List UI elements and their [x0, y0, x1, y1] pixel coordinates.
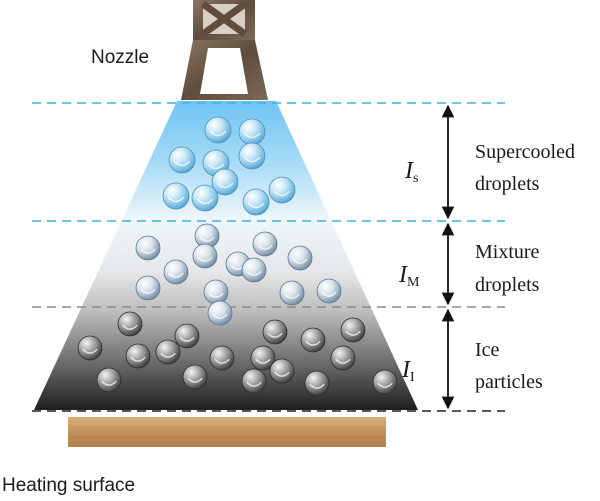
mixture-droplet [241, 257, 267, 283]
ice-label-line2: particles [475, 371, 543, 393]
heating-surface-plate [68, 417, 386, 447]
ice-particle [125, 343, 151, 369]
mixture-droplet-highlight [321, 291, 337, 297]
mixture-droplet-highlight [212, 313, 228, 319]
heating-surface-label: Heating surface [2, 475, 136, 496]
ice-particle-highlight [122, 324, 138, 330]
mixture-droplet [279, 280, 305, 306]
ice-particle-highlight [309, 383, 325, 389]
ice-particle-highlight [82, 348, 98, 354]
ice-particle [117, 311, 143, 337]
supercooled-droplet-highlight [167, 196, 185, 203]
mixture-droplet [203, 279, 229, 305]
mixture-droplet-highlight [199, 236, 215, 242]
ice-particle-highlight [101, 380, 117, 386]
ice-particle [155, 339, 181, 365]
symbol-i-s: Is [405, 158, 419, 186]
ice-particle-highlight [305, 340, 321, 346]
ice-particle [340, 317, 366, 343]
mixture-droplet [316, 278, 342, 304]
mixture-label-line2: droplets [475, 274, 540, 296]
mixture-droplet-highlight [168, 272, 184, 278]
mixture-droplet-highlight [246, 270, 262, 276]
ice-particle [209, 345, 235, 371]
mixture-droplet-highlight [208, 292, 224, 298]
mixture-droplet [135, 275, 161, 301]
nozzle-label: Nozzle [91, 47, 150, 68]
ice-particle [330, 345, 356, 371]
ice-particle-highlight [274, 371, 290, 377]
mixture-droplet [287, 245, 313, 271]
ice-particle [182, 364, 208, 390]
supercooled-droplet-highlight [173, 160, 191, 167]
supercooled-droplet-highlight [216, 182, 234, 189]
symbol-i-i: II [402, 357, 415, 385]
ice-particle [250, 345, 276, 371]
supercooled-droplet [168, 146, 196, 174]
ice-particle-highlight [377, 382, 393, 388]
ice-particle-highlight [267, 332, 283, 338]
ice-particle [174, 323, 200, 349]
supercooled-droplet [191, 184, 219, 212]
supercooled-label-line2: droplets [475, 173, 540, 195]
supercooled-droplet [204, 116, 232, 144]
ice-particle [372, 369, 398, 395]
ice-particle [269, 358, 295, 384]
supercooled-droplet [238, 118, 266, 146]
mixture-droplet-highlight [140, 248, 156, 254]
ice-particle [96, 367, 122, 393]
supercooled-droplet-highlight [207, 163, 225, 170]
mixture-droplet-highlight [292, 258, 308, 264]
ice-particle [304, 370, 330, 396]
supercooled-droplet [268, 176, 296, 204]
supercooled-droplet-highlight [209, 130, 227, 137]
ice-particle-highlight [255, 358, 271, 364]
ice-particle-highlight [160, 352, 176, 358]
supercooled-droplet-highlight [273, 190, 291, 197]
mixture-droplet-highlight [284, 293, 300, 299]
supercooled-droplet-highlight [247, 202, 265, 209]
supercooled-droplet-highlight [243, 132, 261, 139]
mixture-droplet-highlight [140, 288, 156, 294]
mixture-droplet-highlight [197, 256, 213, 262]
supercooled-droplet [211, 168, 239, 196]
ice-particle [262, 319, 288, 345]
supercooled-droplet-highlight [243, 156, 261, 163]
mixture-droplet [252, 231, 278, 257]
supercooled-droplet [162, 182, 190, 210]
ice-particle-highlight [187, 377, 203, 383]
ice-particle-highlight [214, 358, 230, 364]
ice-particle-highlight [179, 336, 195, 342]
mixture-droplet [192, 243, 218, 269]
ice-particle [241, 368, 267, 394]
nozzle-icon [181, 0, 268, 100]
mixture-droplet [135, 235, 161, 261]
ice-label-line1: Ice [475, 339, 500, 361]
mixture-droplet [207, 300, 233, 326]
mixture-droplet [163, 259, 189, 285]
supercooled-label-line1: Supercooled [475, 141, 575, 163]
ice-particle [300, 327, 326, 353]
ice-particle-highlight [246, 381, 262, 387]
particles-group [77, 116, 398, 396]
ice-particle [77, 335, 103, 361]
mixture-droplet-highlight [257, 244, 273, 250]
supercooled-droplet [238, 142, 266, 170]
ice-particle-highlight [335, 358, 351, 364]
symbol-i-m: IM [399, 262, 420, 290]
supercooled-droplet-highlight [196, 198, 214, 205]
mixture-label-line1: Mixture [475, 241, 540, 263]
ice-particle-highlight [345, 330, 361, 336]
supercooled-droplet [242, 188, 270, 216]
ice-particle-highlight [130, 356, 146, 362]
